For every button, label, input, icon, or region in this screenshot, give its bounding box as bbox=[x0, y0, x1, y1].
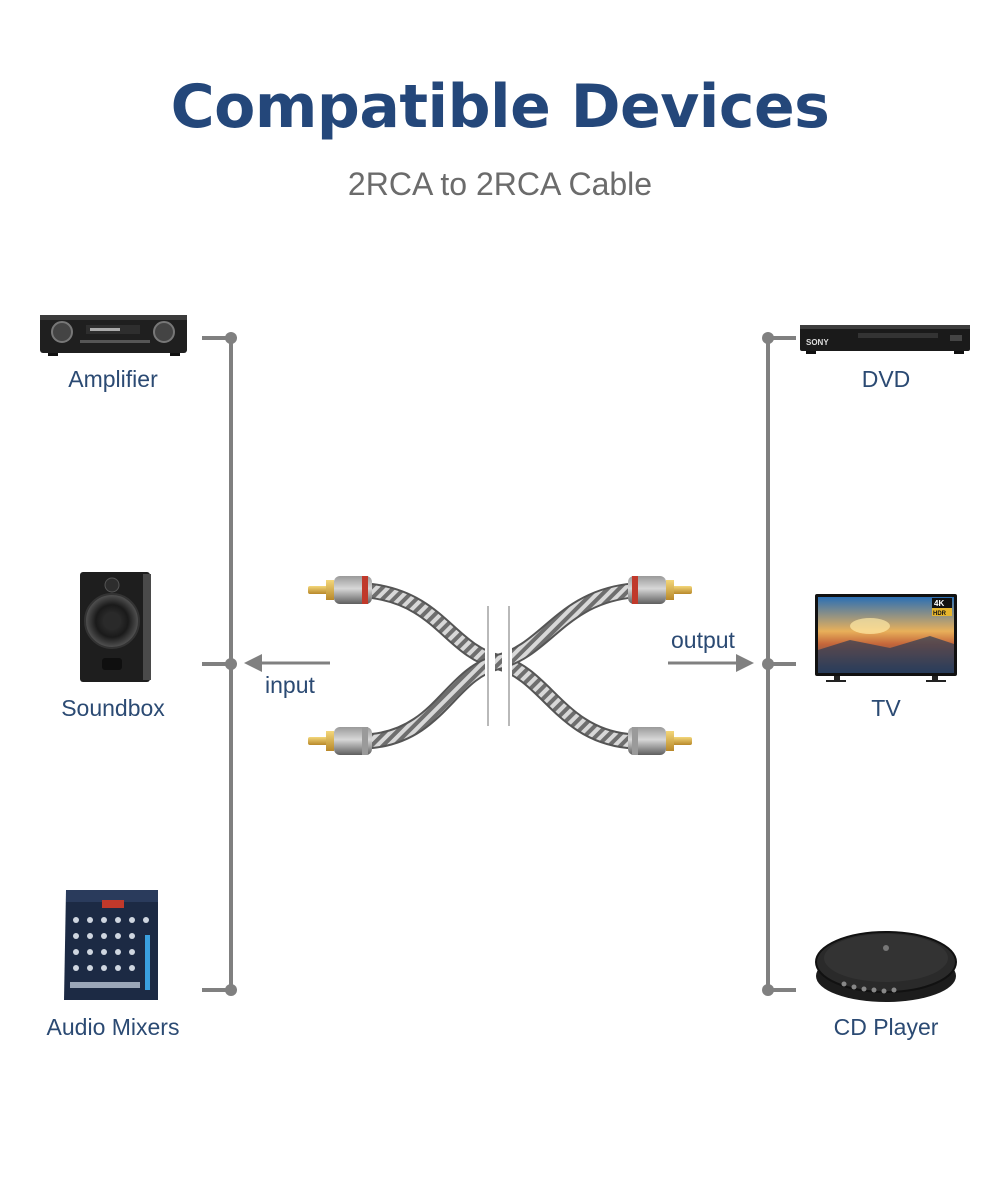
amplifier-icon bbox=[40, 315, 187, 356]
left-bracket bbox=[202, 332, 237, 996]
tv-badge-top: 4K bbox=[934, 599, 944, 608]
tv-icon: 4K HDR bbox=[815, 594, 957, 682]
rca-plug-top-right bbox=[628, 576, 692, 604]
output-arrow bbox=[668, 654, 754, 672]
rca-plug-bottom-left bbox=[308, 727, 372, 755]
dvd-player-icon: SONY bbox=[800, 325, 970, 354]
device-label-soundbox: Soundbox bbox=[61, 695, 165, 721]
device-label-cd-player: CD Player bbox=[833, 1014, 939, 1040]
right-bracket bbox=[762, 332, 796, 996]
device-label-amplifier: Amplifier bbox=[68, 366, 158, 392]
speaker-icon bbox=[80, 572, 151, 682]
input-label: input bbox=[265, 672, 315, 698]
tv-badge-bottom: HDR bbox=[933, 611, 947, 617]
page-subtitle: 2RCA to 2RCA Cable bbox=[347, 166, 653, 202]
rca-cable bbox=[364, 583, 636, 749]
rca-plug-bottom-right bbox=[628, 727, 692, 755]
dvd-brand-text: SONY bbox=[806, 338, 829, 347]
audio-mixer-icon bbox=[64, 890, 158, 1000]
cd-player-icon bbox=[815, 931, 957, 1002]
device-label-dvd: DVD bbox=[861, 366, 911, 392]
input-arrow bbox=[244, 654, 330, 672]
page-title: Compatible Devices bbox=[170, 72, 830, 142]
rca-plug-top-left bbox=[308, 576, 372, 604]
output-label: output bbox=[671, 627, 735, 653]
device-label-audio-mixers: Audio Mixers bbox=[46, 1014, 180, 1040]
device-label-tv: TV bbox=[871, 695, 901, 721]
